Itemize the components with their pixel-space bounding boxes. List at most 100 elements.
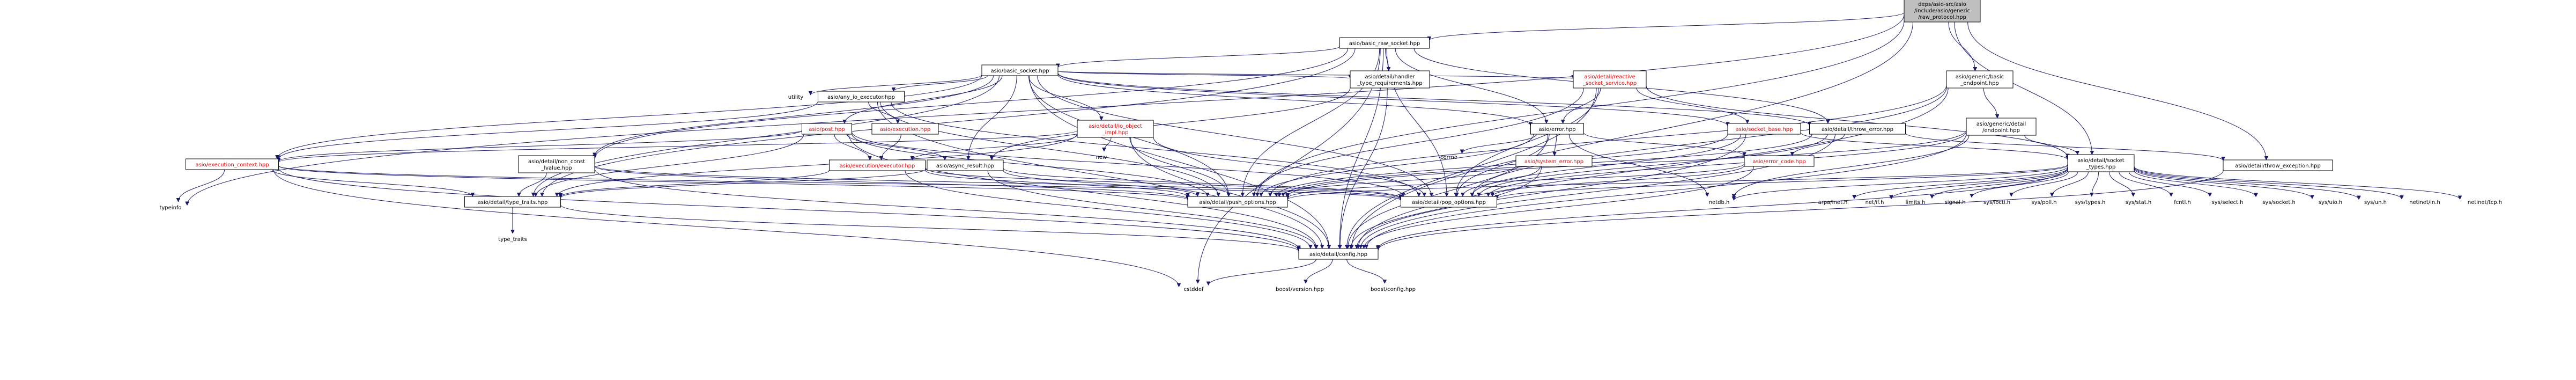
node-fcntl: fcntl.h — [2174, 200, 2191, 206]
edge-basic-raw-socket-to-pop-options — [1386, 48, 1447, 196]
edge-basic-socket-to-reactive-socket-service — [1057, 70, 1573, 79]
edge-non-const-lvalue-to-config — [594, 169, 1299, 249]
node-basic-raw-socket[interactable]: asio/basic_raw_socket.hpp — [1339, 37, 1430, 49]
node-box — [802, 123, 852, 135]
node-label: type_traits — [498, 237, 527, 243]
edge-basic-socket-to-io-object-impl — [1028, 75, 1101, 120]
edge-post-to-executor — [834, 134, 870, 160]
edge-socket-types-to-sys-types — [2092, 171, 2099, 196]
edge-socket-types-to-net-if — [1891, 169, 2068, 199]
node-error[interactable]: asio/error.hpp — [1530, 123, 1584, 135]
edge-generic-basic-endpoint-to-push-options — [1270, 85, 1947, 196]
node-label: _impl.hpp — [1102, 130, 1129, 136]
edge-generic-basic-endpoint-to-generic-detail-endpoint — [1983, 87, 1997, 118]
node-box — [1401, 196, 1497, 208]
edge-io-object-impl-to-config — [1130, 137, 1329, 249]
edge-basic-socket-to-any-io-executor — [893, 75, 988, 92]
edge-type-traits-hpp-to-config — [560, 204, 1299, 252]
node-label: utility — [788, 94, 804, 100]
edge-non-const-lvalue-to-push-options — [594, 166, 1188, 200]
node-label: _lvalue.hpp — [541, 165, 572, 171]
node-non-const-lvalue[interactable]: asio/detail/non_const_lvalue.hpp — [518, 155, 595, 173]
node-label: sys/select.h — [2212, 200, 2244, 206]
node-label: fcntl.h — [2174, 200, 2191, 206]
edge-basic-raw-socket-to-type-traits-hpp — [542, 48, 1356, 196]
edge-socket-base-to-pop-options — [1472, 134, 1742, 196]
node-netinet-in: netinet/in.h — [2409, 200, 2440, 206]
node-label: _types.hpp — [2086, 164, 2116, 170]
edge-io-object-impl-to-push-options — [1129, 137, 1228, 196]
node-root[interactable]: deps/asio-src/asio/include/asio/generic/… — [1904, 0, 1981, 23]
edge-socket-types-to-sys-socket — [2134, 170, 2256, 197]
edge-handler-type-requirements-to-config — [1340, 87, 1388, 249]
node-basic-socket[interactable]: asio/basic_socket.hpp — [981, 64, 1058, 76]
edge-generic-detail-endpoint-to-config — [1366, 133, 1967, 249]
edge-throw-error-to-throw-exception — [1905, 133, 2224, 161]
node-label: asio/any_io_executor.hpp — [827, 94, 895, 100]
node-system-error[interactable]: asio/system_error.hpp — [1515, 155, 1593, 167]
node-limits: limits.h — [1906, 200, 1926, 206]
node-label: cerrno — [1440, 155, 1457, 160]
node-netinet-tcp: netinet/tcp.h — [2468, 200, 2502, 206]
edge-any-io-executor-to-pop-options — [891, 101, 1419, 196]
node-executor[interactable]: asio/execution/executor.hpp — [829, 159, 926, 171]
node-generic-detail-endpoint[interactable]: asio/generic/detail/endpoint.hpp — [1966, 118, 2037, 136]
edge-throw-error-to-pop-options — [1479, 134, 1828, 196]
node-label: asio/execution_context.hpp — [195, 162, 269, 168]
node-label: _type_requirements.hpp — [1357, 81, 1422, 86]
node-box — [1809, 123, 1906, 135]
node-box — [186, 158, 279, 170]
node-label: asio/async_result.hpp — [936, 163, 994, 169]
node-type-traits-hpp[interactable]: asio/detail/type_traits.hpp — [464, 196, 561, 208]
node-netdb: netdb.h — [1709, 200, 1730, 206]
edge-socket-types-to-sys-poll — [2052, 171, 2089, 197]
node-post[interactable]: asio/post.hpp — [802, 123, 852, 135]
edge-execution-context-to-cstddef — [273, 169, 1179, 287]
node-box — [829, 159, 926, 171]
edge-executor-to-config — [905, 170, 1311, 249]
edge-basic-raw-socket-to-error — [1395, 48, 1546, 123]
node-execution[interactable]: asio/execution.hpp — [871, 123, 939, 135]
node-handler-type-requirements[interactable]: asio/detail/handler_type_requirements.hp… — [1350, 70, 1430, 89]
edge-generic-detail-endpoint-to-push-options — [1287, 130, 1967, 196]
node-socket-types[interactable]: asio/detail/socket_types.hpp — [2067, 154, 2135, 172]
edge-post-to-push-options — [852, 133, 1208, 196]
node-net-if: net/if.h — [1866, 200, 1884, 206]
node-box — [1946, 70, 2014, 89]
node-throw-error[interactable]: asio/detail/throw_error.hpp — [1809, 123, 1906, 135]
node-label: new — [1096, 155, 1107, 160]
edge-root-to-basic-raw-socket — [1430, 12, 1905, 41]
node-execution-context[interactable]: asio/execution_context.hpp — [186, 158, 279, 170]
edge-root-to-throw-exception — [1967, 21, 2267, 160]
node-socket-base[interactable]: asio/socket_base.hpp — [1727, 123, 1801, 135]
edge-socket-types-to-sys-ioctl — [2011, 171, 2078, 197]
edge-basic-socket-to-async-result — [968, 75, 1017, 160]
node-generic-basic-endpoint[interactable]: asio/generic/basic_endpoint.hpp — [1946, 70, 2014, 89]
node-label: asio/basic_raw_socket.hpp — [1349, 41, 1420, 47]
node-error-code[interactable]: asio/error_code.hpp — [1744, 155, 1815, 167]
edge-socket-types-to-netdb — [1734, 166, 2068, 201]
edge-throw-exception-to-config — [1378, 170, 2224, 250]
edge-executor-to-pop-options — [925, 168, 1401, 199]
node-push-options[interactable]: asio/detail/push_options.hpp — [1187, 196, 1288, 208]
node-label: _socket_service.hpp — [1582, 81, 1637, 86]
node-pop-options[interactable]: asio/detail/pop_options.hpp — [1401, 196, 1497, 208]
node-label: sys/types.h — [2075, 200, 2106, 206]
edge-basic-socket-to-handler-type-requirements — [1057, 71, 1350, 79]
edge-generic-basic-endpoint-to-config — [1358, 87, 1949, 249]
node-reactive-socket-service[interactable]: asio/detail/reactive_socket_service.hpp — [1573, 70, 1647, 89]
edge-config-to-boost-version — [1306, 259, 1333, 284]
node-any-io-executor[interactable]: asio/any_io_executor.hpp — [818, 91, 905, 103]
node-type-traits-std: type_traits — [498, 237, 527, 243]
node-label: asio/post.hpp — [809, 127, 845, 133]
node-async-result[interactable]: asio/async_result.hpp — [927, 159, 1004, 171]
node-box — [981, 64, 1058, 76]
node-config[interactable]: asio/detail/config.hpp — [1298, 248, 1379, 260]
edge-basic-raw-socket-to-push-options — [1242, 48, 1380, 196]
node-label: /include/asio/generic — [1914, 8, 1970, 14]
node-sys-uio: sys/uio.h — [2319, 200, 2342, 206]
node-box — [818, 91, 905, 103]
node-throw-exception[interactable]: asio/detail/throw_exception.hpp — [2223, 159, 2333, 171]
node-io-object-impl[interactable]: asio/detail/io_object_impl.hpp — [1077, 120, 1154, 138]
edge-error-code-to-config — [1364, 166, 1754, 249]
